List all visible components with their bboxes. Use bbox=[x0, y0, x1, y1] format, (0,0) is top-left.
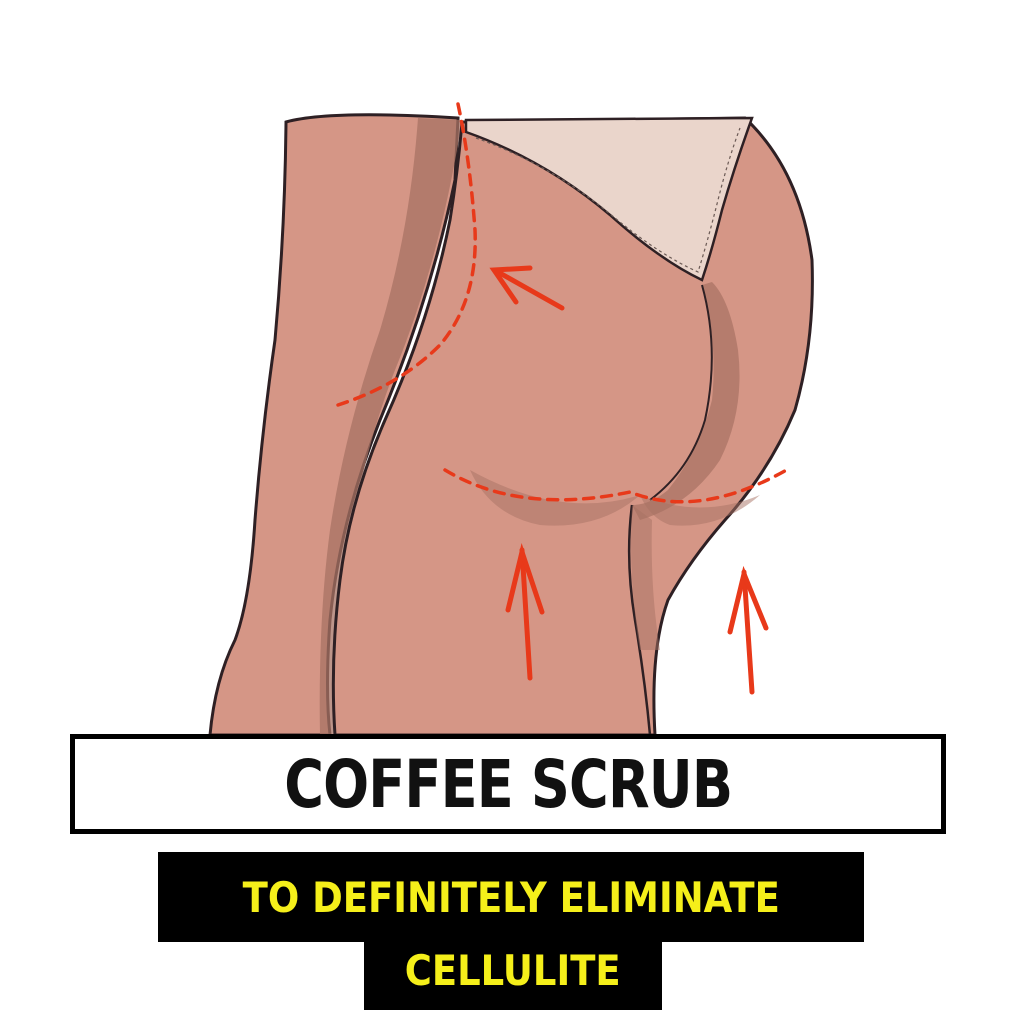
arrow-up-left-icon bbox=[505, 542, 545, 681]
back-leg-shadow bbox=[319, 118, 462, 735]
dashed-lower-line bbox=[443, 466, 792, 504]
dashed-hip-line bbox=[336, 102, 477, 407]
cleft-line bbox=[649, 284, 713, 501]
crease-shadow-left bbox=[470, 470, 640, 526]
subtitle-line-2-text: CELLULITE bbox=[405, 945, 621, 995]
crease-shadow-right bbox=[640, 495, 760, 526]
title-box: COFFEE SCRUB bbox=[70, 734, 946, 834]
subtitle-line-1: TO DEFINITELY ELIMINATE bbox=[158, 852, 864, 942]
cleft-shadow bbox=[632, 282, 740, 520]
title-text: COFFEE SCRUB bbox=[283, 745, 733, 823]
arrow-up-right-icon bbox=[727, 565, 769, 695]
subtitle-line-1-text: TO DEFINITELY ELIMINATE bbox=[242, 872, 780, 922]
underwear bbox=[464, 116, 754, 282]
subtitle-line-2: CELLULITE bbox=[364, 930, 662, 1010]
thigh-shadow bbox=[631, 505, 660, 650]
underwear-stitch bbox=[475, 127, 741, 273]
thigh-line bbox=[627, 504, 652, 736]
arrow-diagonal-icon bbox=[489, 265, 565, 311]
